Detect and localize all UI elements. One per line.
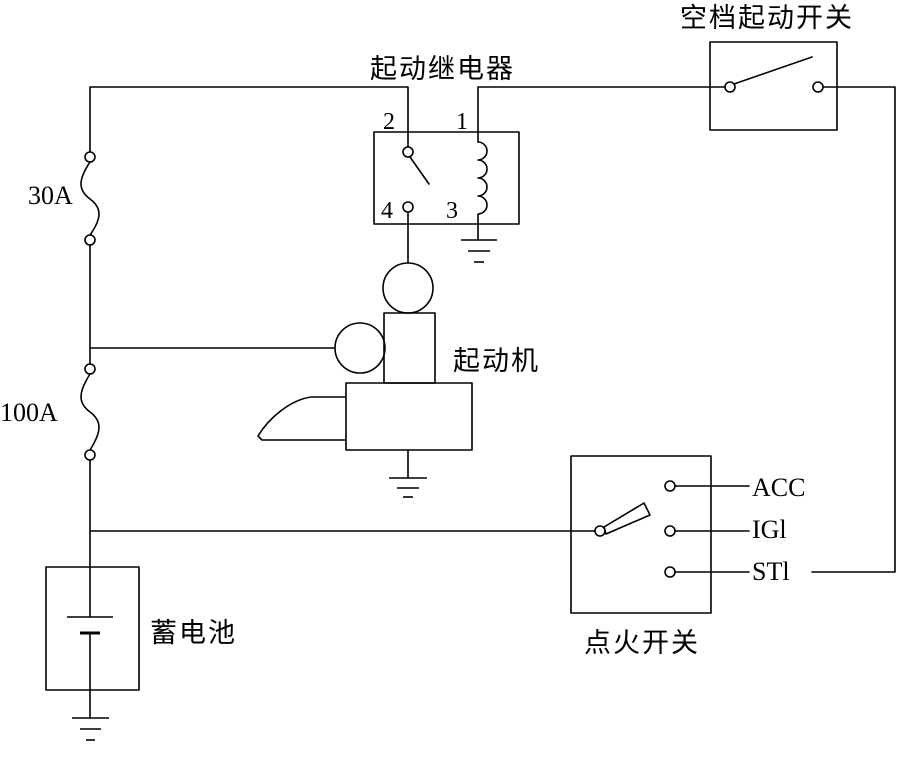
ignition-st1-terminal (664, 566, 676, 578)
fuse-30a-element (80, 161, 100, 236)
relay-terminal-4-label: 4 (381, 198, 393, 224)
starter-relay (373, 131, 520, 241)
fuse-30a-label: 30A (28, 181, 73, 210)
ignition-switch-label: 点火开关 (584, 628, 700, 659)
wire-neutral-switch-to-st1 (811, 86, 896, 573)
relay-terminal-1-label: 1 (456, 109, 468, 135)
ignition-switch (570, 455, 750, 614)
starter-relay-label: 起动继电器 (370, 54, 515, 85)
ignition-switch-blade (603, 502, 651, 535)
starter-pinion (257, 396, 347, 441)
relay-coil (477, 141, 488, 241)
fuse-30a-bottom-terminal (84, 234, 96, 246)
battery-ground-symbol (72, 717, 109, 741)
ignition-switch-box (570, 455, 712, 614)
starter-motor-body (345, 382, 473, 451)
fuse-100a (80, 363, 100, 461)
battery (45, 566, 140, 719)
relay-terminal-3-label: 3 (446, 198, 458, 224)
solenoid-terminal-a (382, 262, 434, 314)
neutral-switch-right-terminal (812, 81, 824, 93)
starter-motor-label: 起动机 (453, 346, 540, 377)
relay-contact-blade (409, 156, 430, 185)
ignition-st1-label: STl (752, 557, 790, 586)
ignition-acc-label: ACC (752, 473, 805, 502)
fuse-100a-element (80, 373, 100, 451)
starter-ground-symbol (389, 477, 427, 498)
starter-solenoid-body (383, 312, 436, 384)
ignition-ig1-label: IGl (752, 515, 787, 544)
neutral-start-switch-label: 空档起动开关 (680, 3, 854, 34)
wire-bus-to-relay-terminal-2 (89, 86, 409, 153)
starter-motor (257, 262, 473, 479)
ignition-ig1-terminal (664, 525, 676, 537)
neutral-switch-left-terminal (724, 81, 736, 93)
battery-label: 蓄电池 (150, 618, 237, 649)
neutral-switch-blade (733, 56, 813, 85)
fuse-30a (80, 151, 100, 246)
relay-terminal-2 (402, 146, 414, 158)
ignition-acc-terminal (664, 480, 676, 492)
fuse-100a-top-terminal (84, 363, 96, 375)
relay-ground-symbol (461, 239, 497, 263)
neutral-start-switch (709, 41, 838, 131)
starter-relay-box (373, 131, 520, 225)
solenoid-terminal-b (334, 322, 386, 374)
relay-terminal-4 (402, 201, 414, 213)
wire-relay-coil-to-neutral-switch (477, 86, 726, 143)
fuse-100a-bottom-terminal (84, 449, 96, 461)
relay-terminal-2-label: 2 (383, 109, 395, 135)
fuse-30a-top-terminal (84, 151, 96, 163)
battery-box (45, 566, 140, 691)
neutral-start-switch-box (709, 41, 838, 131)
fuse-100a-label: 100A (0, 398, 58, 427)
